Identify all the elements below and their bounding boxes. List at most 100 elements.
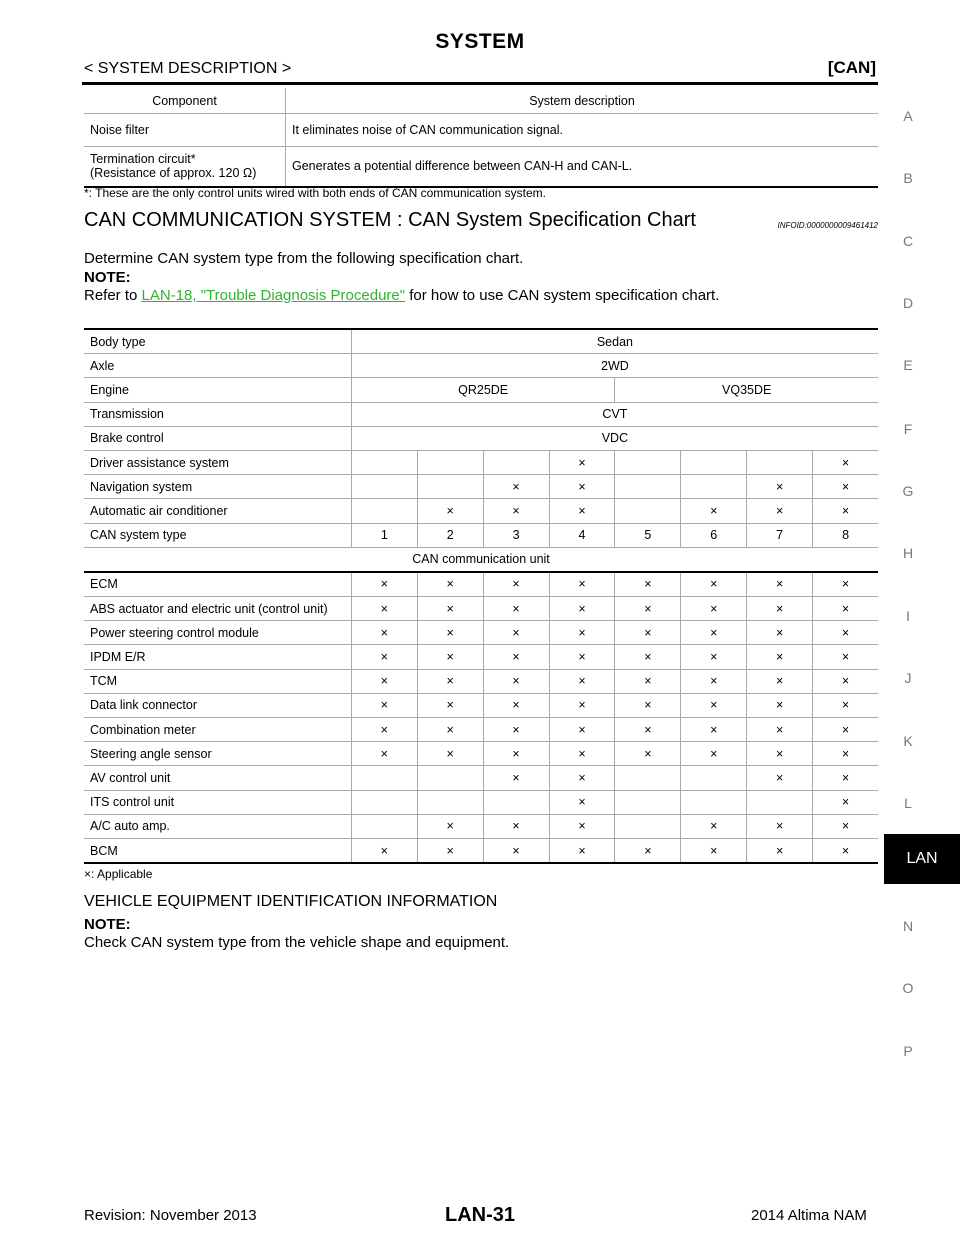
side-index-active[interactable]: LAN — [884, 834, 960, 884]
applicable-mark — [351, 498, 418, 524]
unit-row: ECM×××××××× — [84, 571, 878, 598]
applicable-mark: × — [812, 669, 878, 694]
applicable-mark: × — [483, 693, 550, 719]
unit-row: Combination meter×××××××× — [84, 717, 878, 743]
applicable-mark — [614, 450, 682, 476]
side-index-letter[interactable]: N — [902, 918, 914, 934]
applicable-mark — [351, 765, 418, 791]
row-label: CAN system type — [84, 523, 352, 548]
applicable-mark: × — [549, 838, 616, 865]
applicable-mark: × — [549, 790, 616, 815]
applicable-mark: × — [812, 717, 878, 743]
unit-label: Power steering control module — [84, 620, 352, 646]
engine-value: VQ35DE — [614, 377, 878, 403]
unit-label: A/C auto amp. — [84, 814, 352, 839]
component-table: Component System description Noise filte… — [84, 88, 878, 188]
applicable-mark: × — [614, 669, 682, 694]
applicable-mark: × — [680, 596, 748, 622]
side-index-letter[interactable]: E — [903, 357, 913, 373]
side-index-letter[interactable]: A — [903, 108, 913, 124]
applicable-mark: × — [417, 741, 484, 767]
component-description: Generates a potential difference between… — [285, 146, 878, 188]
applicable-mark — [483, 450, 550, 476]
component-name: Noise filter — [84, 113, 286, 147]
brake-value: VDC — [351, 426, 878, 451]
side-index-letter[interactable]: C — [902, 233, 914, 249]
system-type-number: 1 — [351, 523, 418, 548]
revision-date: Revision: November 2013 — [84, 1207, 257, 1224]
applicable-mark: × — [483, 814, 550, 839]
applicable-mark: × — [746, 644, 814, 670]
applicable-mark: × — [483, 838, 550, 865]
side-index-letter[interactable]: L — [904, 795, 912, 811]
applicable-mark: × — [483, 644, 550, 670]
unit-row: ITS control unit×× — [84, 790, 878, 815]
note-text: Check CAN system type from the vehicle s… — [84, 934, 510, 951]
applicable-mark: × — [483, 717, 550, 743]
applicable-mark: × — [417, 669, 484, 694]
side-index-letter[interactable]: D — [902, 295, 914, 311]
unit-row: Steering angle sensor×××××××× — [84, 741, 878, 767]
side-index-letter[interactable]: J — [904, 670, 912, 686]
applicable-mark — [614, 474, 682, 500]
side-index-letter[interactable]: B — [903, 170, 913, 186]
applicable-mark: × — [812, 450, 878, 476]
applicable-mark: × — [417, 596, 484, 622]
row-label: Navigation system — [84, 474, 352, 500]
model-name: 2014 Altima NAM — [751, 1207, 867, 1224]
applicable-mark: × — [549, 498, 616, 524]
side-index-letter[interactable]: K — [903, 733, 913, 749]
section-breadcrumb: < SYSTEM DESCRIPTION > — [84, 60, 292, 77]
side-index-letter[interactable]: G — [902, 483, 914, 499]
unit-row: A/C auto amp.×××××× — [84, 814, 878, 839]
column-header-description: System description — [285, 88, 878, 114]
applicable-mark: × — [549, 474, 616, 500]
transmission-value: CVT — [351, 402, 878, 427]
column-header-component: Component — [84, 88, 286, 114]
applicable-mark: × — [812, 790, 878, 815]
applicable-mark: × — [351, 669, 418, 694]
vehicle-info-heading: VEHICLE EQUIPMENT IDENTIFICATION INFORMA… — [84, 893, 498, 910]
page-title: SYSTEM — [435, 30, 525, 53]
applicable-mark: × — [746, 498, 814, 524]
applicable-mark: × — [549, 596, 616, 622]
applicable-mark — [483, 790, 550, 815]
system-type-number: 3 — [483, 523, 550, 548]
unit-row: AV control unit×××× — [84, 765, 878, 791]
applicable-mark: × — [614, 644, 682, 670]
unit-row: IPDM E/R×××××××× — [84, 644, 878, 670]
system-type-number: 8 — [812, 523, 878, 548]
system-type-number: 6 — [680, 523, 748, 548]
side-index-letter[interactable]: H — [902, 545, 914, 561]
spec-row-option: Automatic air conditioner×××××× — [84, 498, 878, 524]
side-index-letter[interactable]: F — [903, 421, 913, 437]
applicable-mark — [417, 450, 484, 476]
side-index-letter[interactable]: P — [903, 1043, 913, 1059]
applicable-mark: × — [351, 620, 418, 646]
side-index-letter[interactable]: O — [902, 980, 914, 996]
applicable-mark: × — [614, 571, 682, 598]
applicable-mark: × — [483, 741, 550, 767]
row-label: Axle — [84, 353, 352, 379]
applicable-mark: × — [812, 498, 878, 524]
trouble-diagnosis-link[interactable]: LAN-18, "Trouble Diagnosis Procedure" — [141, 287, 406, 304]
system-type-number: 7 — [746, 523, 814, 548]
side-index-letter[interactable]: I — [906, 608, 910, 624]
unit-row: Power steering control module×××××××× — [84, 620, 878, 646]
unit-label: AV control unit — [84, 765, 352, 791]
applicable-mark: × — [549, 765, 616, 791]
applicable-mark — [746, 450, 814, 476]
unit-label: ECM — [84, 571, 352, 598]
spec-row-option: Driver assistance system×× — [84, 450, 878, 476]
page-number: LAN-31 — [444, 1204, 515, 1226]
unit-row: Data link connector×××××××× — [84, 693, 878, 719]
table-row: Termination circuit* (Resistance of appr… — [84, 146, 878, 188]
applicable-mark — [614, 790, 682, 815]
unit-label: IPDM E/R — [84, 644, 352, 670]
applicable-mark — [351, 450, 418, 476]
applicable-mark: × — [812, 838, 878, 865]
